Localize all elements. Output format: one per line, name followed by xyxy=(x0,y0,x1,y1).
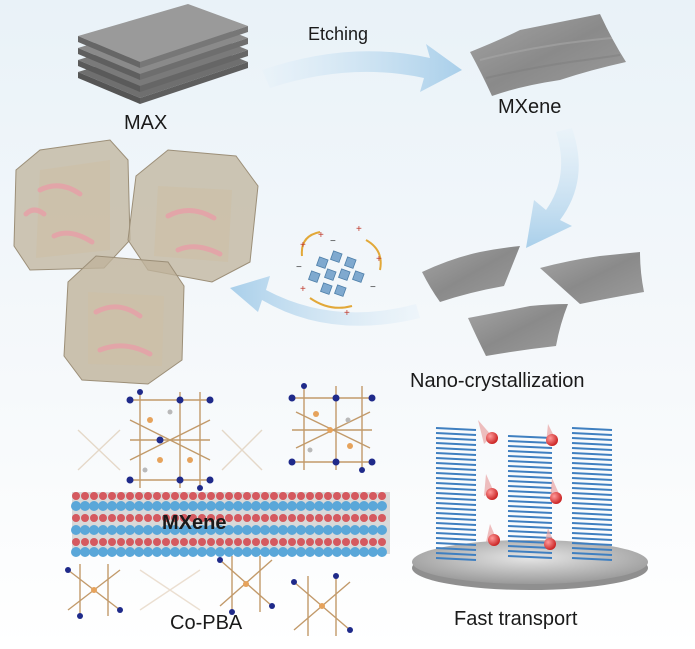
max-label: MAX xyxy=(124,112,168,134)
svg-text:−: − xyxy=(296,262,302,273)
fast-transport-label: Fast transport xyxy=(454,608,578,630)
co-pba-cubes-graphic xyxy=(13,139,259,385)
svg-text:−: − xyxy=(370,282,376,293)
svg-text:+: + xyxy=(300,240,306,251)
nano-crystal-cluster: + + + + + + − − − xyxy=(296,224,382,319)
mxene-layer-label: MXene xyxy=(162,512,227,534)
svg-text:+: + xyxy=(376,254,382,265)
mxene-flakes-graphic xyxy=(422,246,644,356)
mxene-top-label: MXene xyxy=(498,96,562,118)
mxene-sheet-graphic xyxy=(470,14,626,96)
down-curved-arrow xyxy=(526,128,579,248)
max-stack-graphic xyxy=(78,4,248,104)
co-pba-atoms xyxy=(65,383,376,633)
svg-text:−: − xyxy=(330,236,336,247)
svg-text:+: + xyxy=(300,284,306,295)
lithium-ions xyxy=(478,420,562,550)
svg-text:+: + xyxy=(344,308,350,319)
etching-label: Etching xyxy=(308,24,369,44)
etching-arrow xyxy=(262,44,462,92)
nano-crystallization-label: Nano-crystallization xyxy=(410,370,585,392)
mxene-layer-graphic xyxy=(71,492,390,557)
left-curved-arrow xyxy=(230,276,420,326)
svg-text:+: + xyxy=(356,224,362,235)
svg-text:+: + xyxy=(318,230,324,241)
fast-transport-graphic xyxy=(412,420,648,590)
co-pba-label: Co-PBA xyxy=(170,612,243,634)
